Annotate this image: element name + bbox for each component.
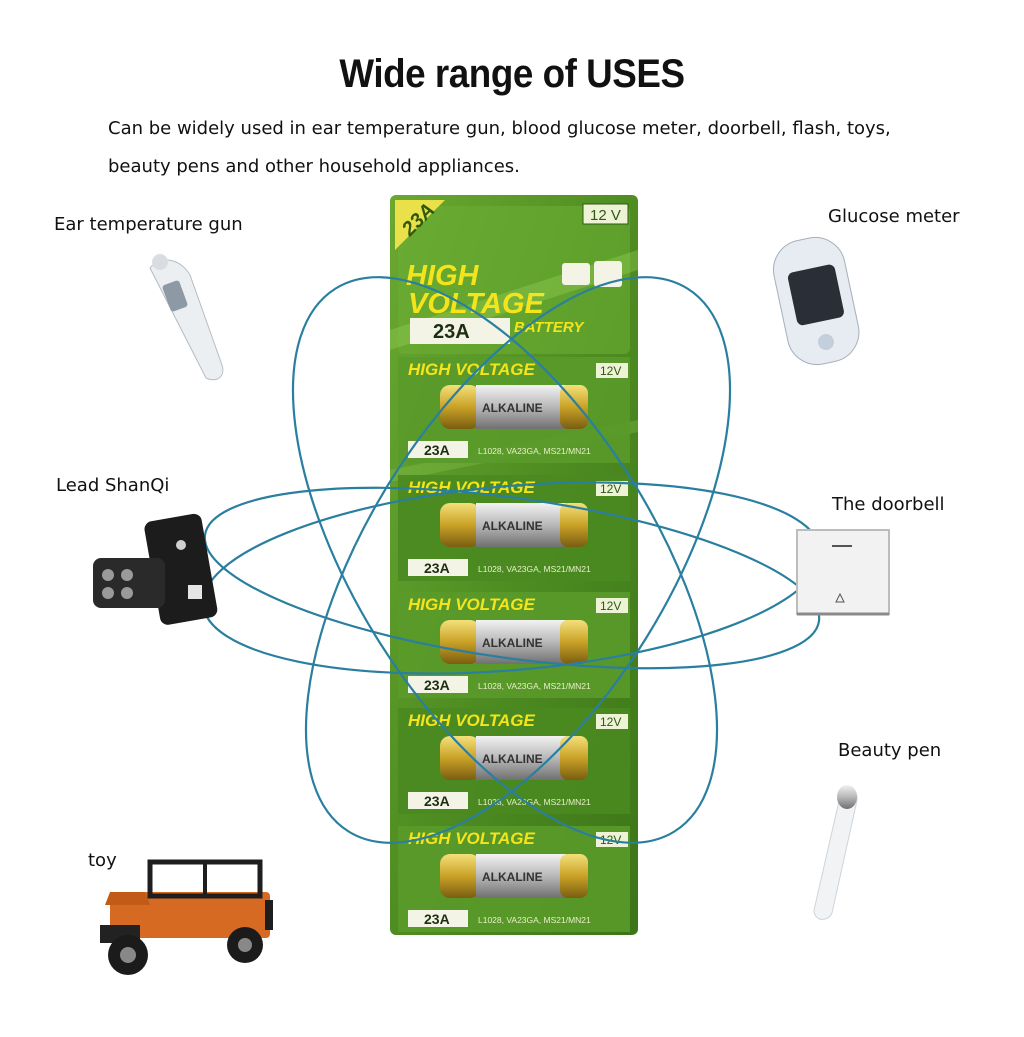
page-title: Wide range of USES <box>339 52 685 96</box>
label-doorbell: The doorbell <box>832 494 945 515</box>
doorbell-image <box>796 529 890 616</box>
ear-temperature-gun-image <box>149 254 224 381</box>
flash-trigger-image <box>93 513 218 625</box>
cell-header: HIGH VOLTAGE <box>408 360 536 379</box>
battery-cell: HIGH VOLTAGE 12V ALKALINE 23A L1028, VA23GA,… <box>398 475 630 581</box>
cell-model: 23A <box>424 911 450 927</box>
cell-model: 23A <box>424 560 450 576</box>
cell-voltage: 12V <box>600 364 621 378</box>
cell-model: 23A <box>424 793 450 809</box>
cell-header: HIGH VOLTAGE <box>408 829 536 848</box>
description-line-2: beauty pens and other household applianc… <box>108 156 520 177</box>
cell-header: HIGH VOLTAGE <box>408 478 536 497</box>
brand-line-2: VOLTAGE <box>408 288 546 320</box>
cell-codes: L1028, VA23GA, MS21/MN21 <box>478 681 591 691</box>
cell-voltage: 12V <box>600 482 621 496</box>
label-lead-shanqi: Lead ShanQi <box>56 475 170 496</box>
battery-cell: HIGH VOLTAGE 12V ALKALINE 23A L1028, VA23GA,… <box>398 357 630 463</box>
brand-line-1: HIGH <box>406 260 480 292</box>
battery-cell: HIGH VOLTAGE 12V ALKALINE 23A L1028, VA23GA,… <box>398 592 630 698</box>
cell-codes: L1028, VA23GA, MS21/MN21 <box>478 915 591 925</box>
cell-codes: L1028, VA23GA, MS21/MN21 <box>478 446 591 456</box>
toy-jeep-image <box>100 859 273 975</box>
glucose-meter-image <box>772 236 860 366</box>
battery-cell: HIGH VOLTAGE 12V ALKALINE 23A L1028, VA23GA,… <box>398 708 630 814</box>
cell-label: ALKALINE <box>482 752 543 766</box>
cell-codes: L1028, VA23GA, MS21/MN21 <box>478 564 591 574</box>
cell-label: ALKALINE <box>482 870 543 884</box>
cell-codes: L1028, VA23GA, MS21/MN21 <box>478 797 591 807</box>
pack-model: 23A <box>433 321 470 343</box>
label-beauty-pen: Beauty pen <box>838 740 942 761</box>
battery-card: 23A 12 V HIGH VOLTAGE 23A BATTERY HIGH V… <box>390 195 638 935</box>
cell-header: HIGH VOLTAGE <box>408 595 536 614</box>
cell-model: 23A <box>424 442 450 458</box>
description-line-1: Can be widely used in ear temperature gu… <box>108 118 891 139</box>
label-glucose-meter: Glucose meter <box>828 206 960 227</box>
label-ear-temperature-gun: Ear temperature gun <box>54 214 243 235</box>
cell-label: ALKALINE <box>482 401 543 415</box>
cell-model: 23A <box>424 677 450 693</box>
cell-voltage: 12V <box>600 715 621 729</box>
voltage-tag: 12 V <box>590 207 621 224</box>
beauty-pen-image <box>813 785 858 920</box>
description: Can be widely used in ear temperature gu… <box>108 110 978 186</box>
cell-voltage: 12V <box>600 599 621 613</box>
cell-header: HIGH VOLTAGE <box>408 711 536 730</box>
label-toy: toy <box>88 850 117 871</box>
cell-label: ALKALINE <box>482 636 543 650</box>
cell-label: ALKALINE <box>482 519 543 533</box>
